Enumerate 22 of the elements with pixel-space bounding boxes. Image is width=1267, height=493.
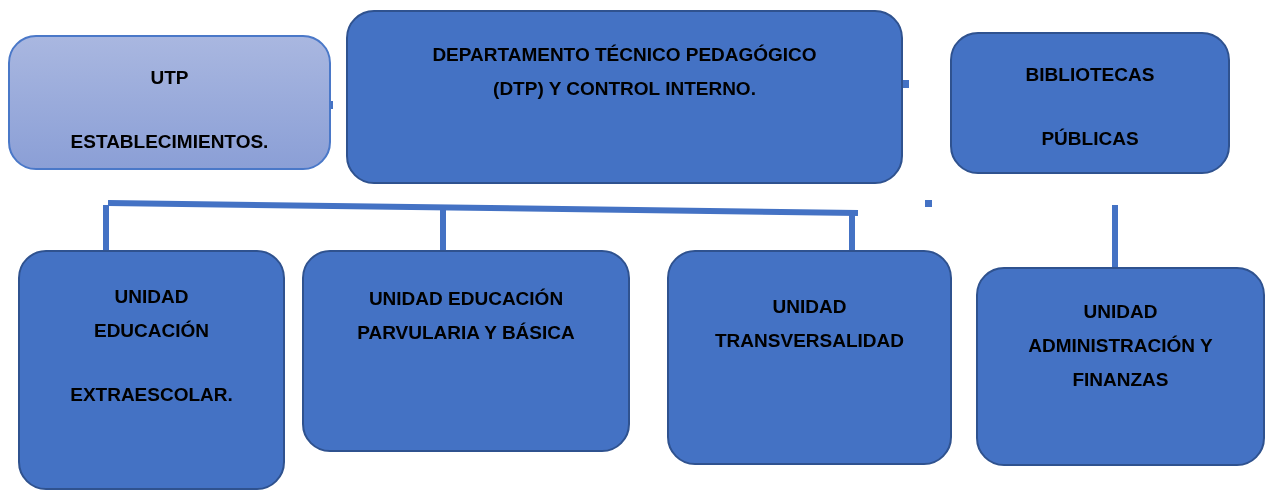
org-box [302,250,630,452]
org-box [950,32,1230,174]
org-box [18,250,285,490]
connector-line [849,213,855,250]
box-label: PÚBLICAS [1041,127,1139,151]
org-box [976,267,1265,466]
box-label: UNIDAD TRANSVERSALIDAD [714,295,905,353]
box-label: ESTABLECIMIENTOS. [70,130,269,154]
box-label: EXTRAESCOLAR. [70,383,233,407]
connector-line [107,200,859,216]
box-label: UNIDAD EDUCACIÓN [92,285,211,343]
connector-line [440,209,446,250]
box-label: UNIDAD EDUCACIÓN PARVULARIA Y BÁSICA [356,287,576,345]
org-box [8,35,331,170]
box-label: UNIDAD ADMINISTRACIÓN Y FINANZAS [1027,300,1214,392]
box-label: DEPARTAMENTO TÉCNICO PEDAGÓGICO (DTP) Y CONTROL INTERNO. [431,43,818,101]
box-label: BIBLIOTECAS [1025,63,1155,87]
box-label: UTP [150,66,189,90]
org-box [346,10,903,184]
connector-line [1112,205,1118,267]
org-box [667,250,952,465]
connector-line [103,205,109,250]
